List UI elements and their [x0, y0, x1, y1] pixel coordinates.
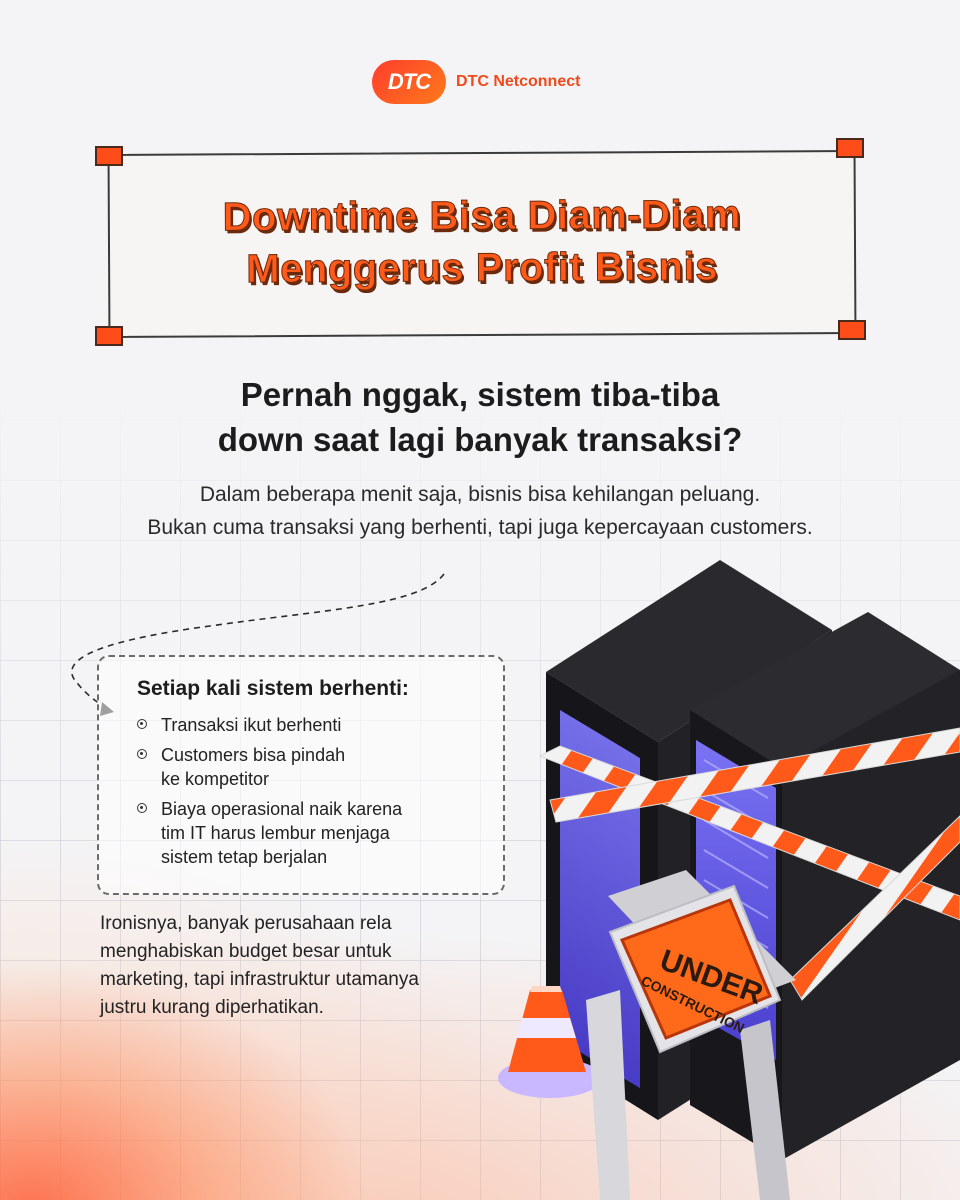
- subtext-line-1: Dalam beberapa menit saja, bisnis bisa k…: [199, 483, 761, 506]
- impact-list: Transaksi ikut berhenti Customers bisa p…: [137, 713, 477, 875]
- brand-name: DTC Netconnect: [456, 73, 581, 90]
- list-item-line: tim IT harus lembur menjaga: [161, 823, 390, 843]
- impact-card: Setiap kali sistem berhenti: Transaksi i…: [97, 655, 505, 895]
- bullet-icon: [137, 803, 147, 813]
- bullet-icon: [137, 719, 147, 729]
- list-item-line: Customers bisa pindah: [161, 745, 346, 765]
- list-item-line: sistem tetap berjalan: [161, 847, 328, 867]
- headline: Pernah nggak, sistem tiba-tiba down saat…: [0, 372, 960, 462]
- frame-corner-top-right: [836, 138, 864, 158]
- irony-line-4: justru kurang diperhatikan.: [100, 997, 324, 1018]
- title-frame: Downtime Bisa Diam-Diam Menggerus Profit…: [107, 150, 857, 338]
- card-title: Setiap kali sistem berhenti:: [137, 677, 409, 700]
- list-item: Transaksi ikut berhenti: [137, 713, 477, 737]
- logo-mark: DTC: [372, 60, 446, 104]
- frame-corner-bottom-right: [838, 320, 866, 340]
- headline-line-2: down saat lagi banyak transaksi?: [217, 421, 743, 458]
- irony-line-2: menghabiskan budget besar untuk: [100, 941, 392, 962]
- bullet-icon: [137, 749, 147, 759]
- warning-tape-illustration: [538, 727, 960, 1001]
- frame-corner-bottom-left: [95, 326, 123, 346]
- irony-paragraph: Ironisnya, banyak perusahaan rela mengha…: [100, 910, 530, 1022]
- irony-line-1: Ironisnya, banyak perusahaan rela: [100, 913, 392, 934]
- subtext: Dalam beberapa menit saja, bisnis bisa k…: [0, 478, 960, 544]
- frame-corner-top-left: [95, 146, 123, 166]
- list-item-line: Transaksi ikut berhenti: [161, 715, 342, 735]
- under-construction-sign: UNDER CONSTRUCTION: [586, 870, 796, 1200]
- brand-logo: DTC DTC Netconnect: [372, 60, 580, 104]
- list-item: Biaya operasional naik karena tim IT har…: [137, 797, 477, 869]
- irony-line-3: marketing, tapi infrastruktur utamanya: [100, 969, 419, 990]
- page-title: Downtime Bisa Diam-Diam Menggerus Profit…: [110, 188, 855, 296]
- list-item-line: Biaya operasional naik karena: [161, 799, 403, 819]
- list-item-line: ke kompetitor: [161, 769, 270, 789]
- page-title-line-2: Menggerus Profit Bisnis: [246, 244, 719, 292]
- traffic-cone-icon: [498, 986, 602, 1098]
- headline-line-1: Pernah nggak, sistem tiba-tiba: [240, 376, 720, 413]
- subtext-line-2: Bukan cuma transaksi yang berhenti, tapi…: [147, 516, 813, 539]
- list-item: Customers bisa pindah ke kompetitor: [137, 743, 477, 791]
- page-title-line-1: Downtime Bisa Diam-Diam: [222, 192, 742, 240]
- server-illustration: UNDER CONSTRUCTION: [498, 560, 960, 1200]
